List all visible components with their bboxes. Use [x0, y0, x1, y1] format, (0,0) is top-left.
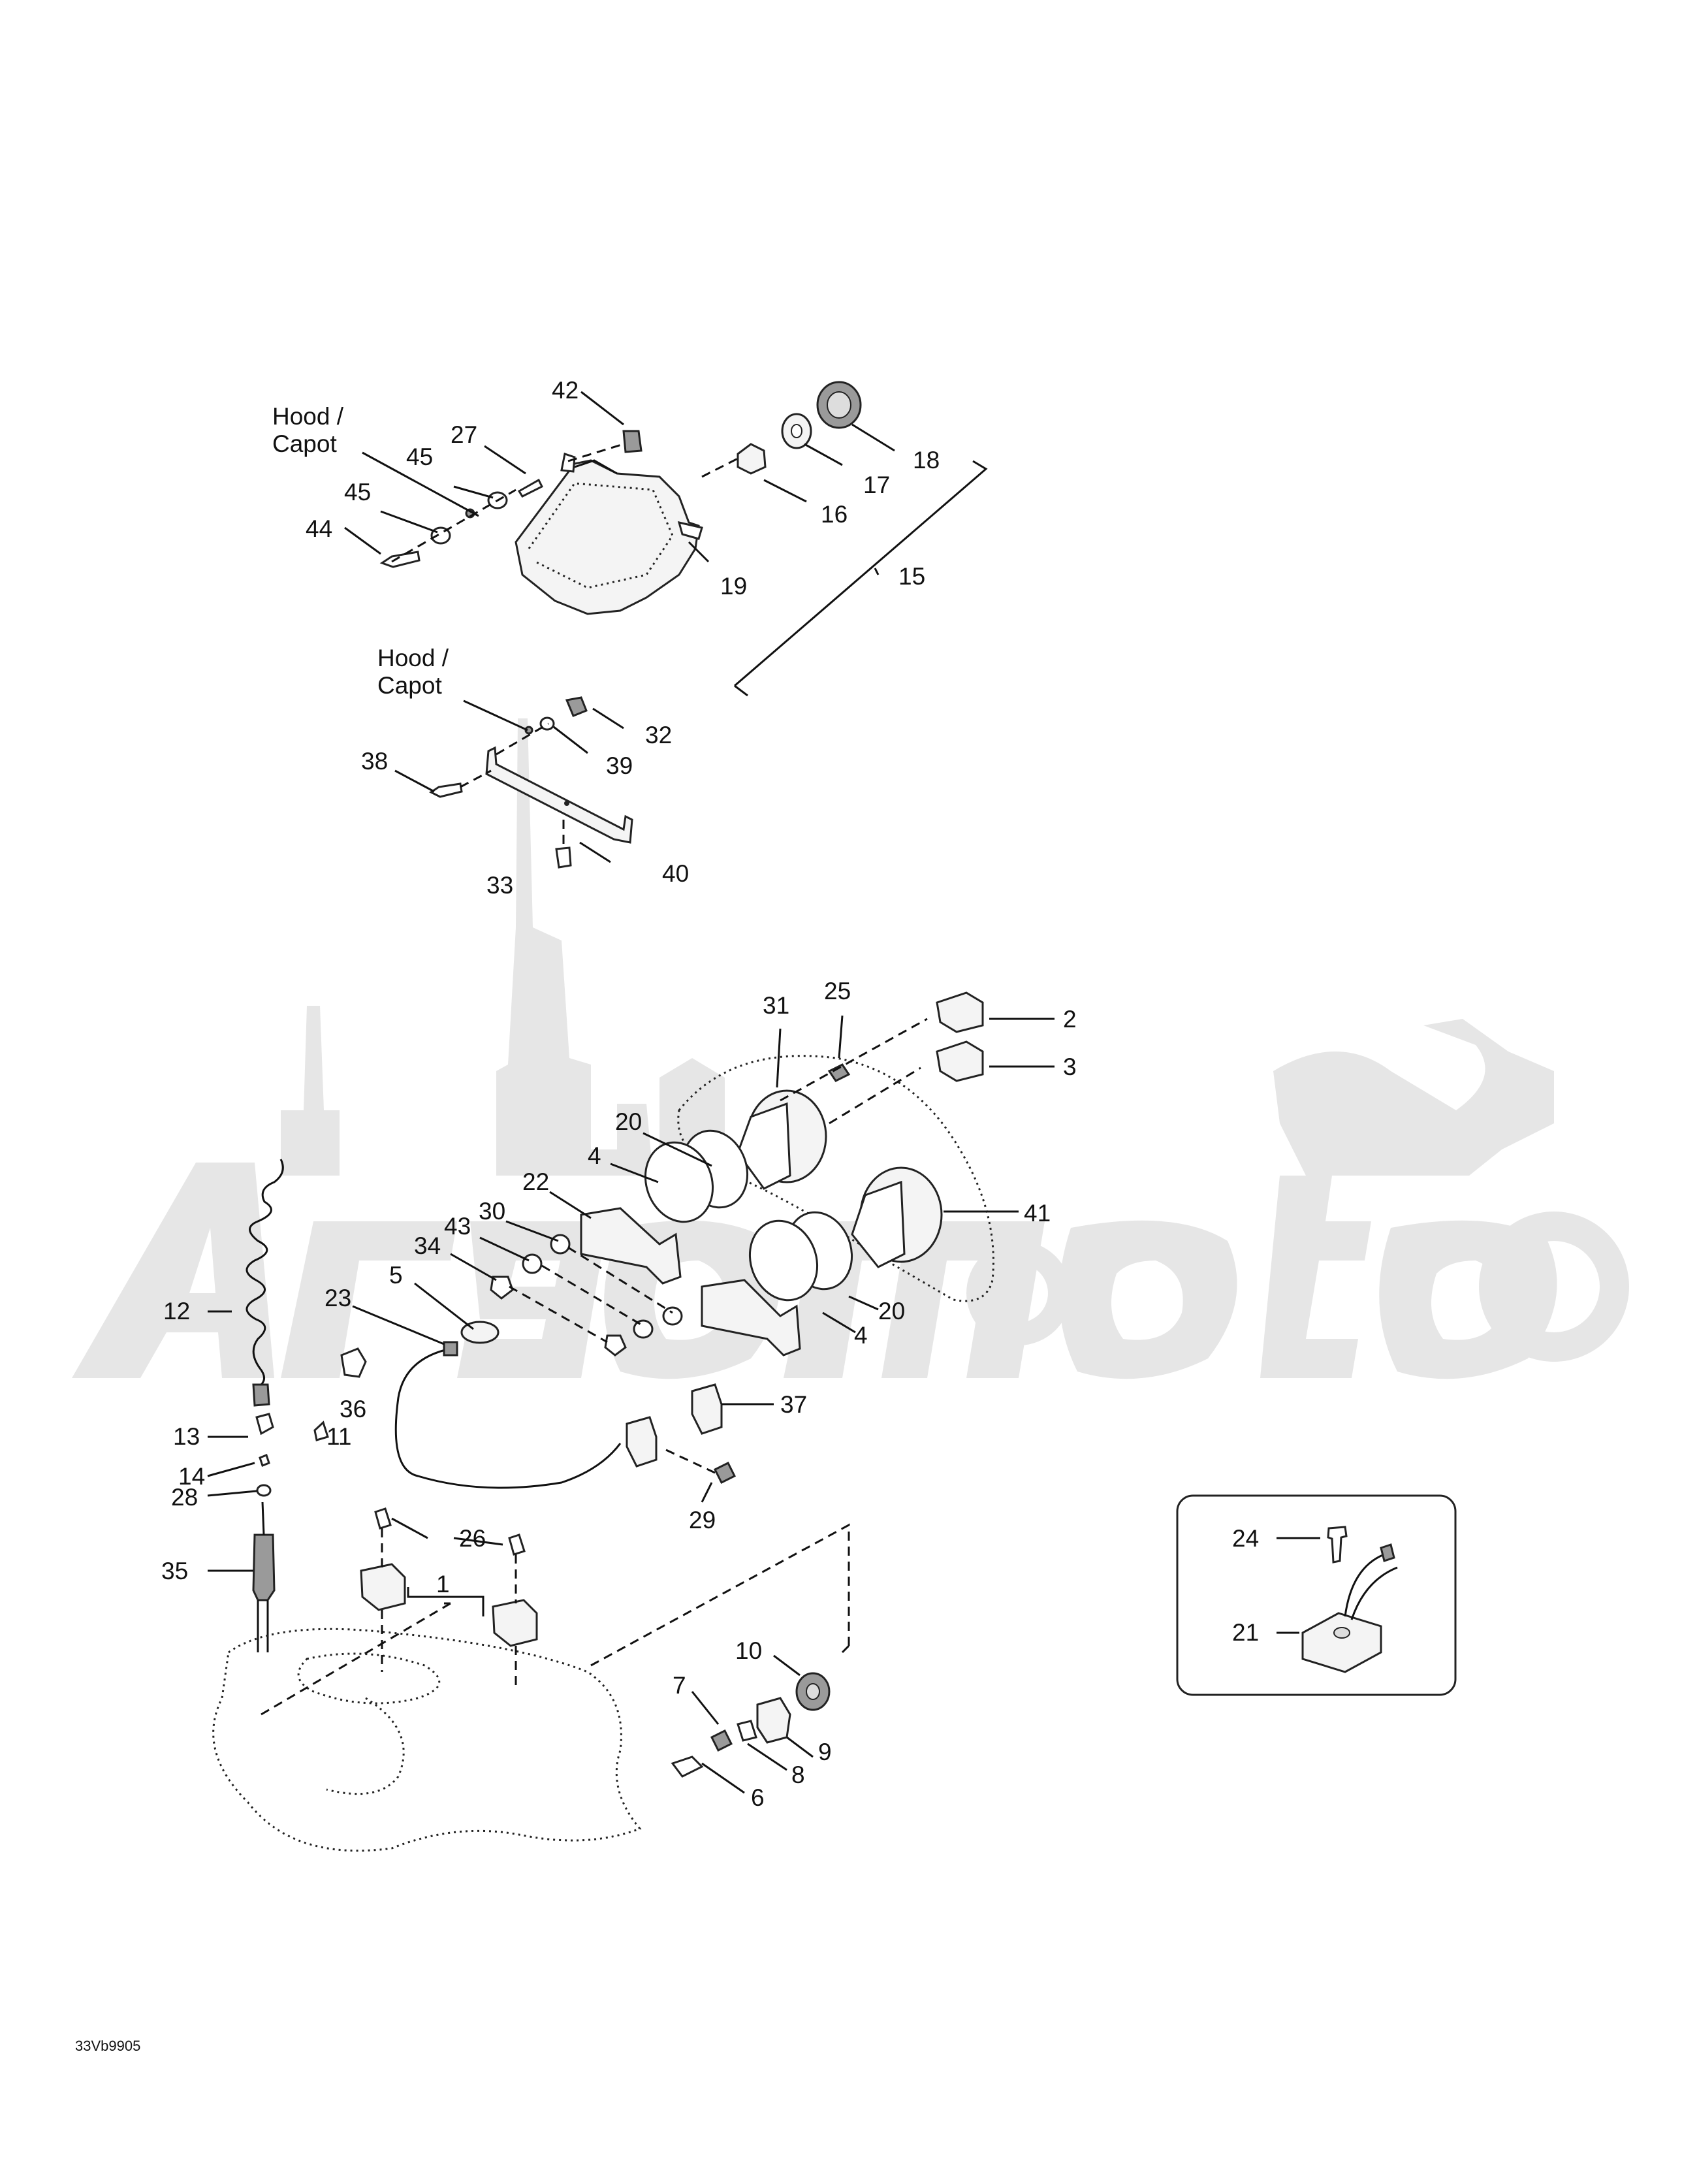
coil-cord-12-part — [246, 1159, 284, 1386]
diagram-code: 33Vb9905 — [75, 2038, 140, 2054]
callout-45-top: 45 — [406, 443, 433, 470]
callout-20-top: 20 — [615, 1108, 642, 1135]
bracket-assembly — [394, 696, 633, 869]
washer-43-part — [522, 1253, 543, 1274]
callout-32: 32 — [645, 722, 672, 748]
callout-27: 27 — [451, 421, 477, 448]
callout-25: 25 — [824, 978, 851, 1004]
callout-39: 39 — [606, 752, 633, 779]
callout-10: 10 — [735, 1637, 762, 1664]
callout-13: 13 — [173, 1423, 200, 1450]
bulb-16-part — [737, 443, 767, 475]
screw-44-part — [379, 551, 420, 568]
callout-26: 26 — [459, 1525, 486, 1552]
callout-11: 11 — [326, 1423, 351, 1450]
bracket-22-part — [580, 1207, 682, 1285]
callout-8: 8 — [791, 1761, 805, 1788]
watermark-graphic — [72, 718, 1629, 1379]
bracket-40-part — [485, 746, 633, 844]
nut-32-part — [565, 696, 588, 717]
callout-16: 16 — [821, 501, 848, 528]
connector-37-part — [691, 1383, 723, 1435]
switch-3-part — [936, 1040, 984, 1082]
headlamp-assembly — [379, 381, 862, 615]
callout-4-bottom: 4 — [854, 1322, 868, 1349]
callout-29: 29 — [689, 1507, 716, 1534]
headlamp-leaders — [344, 391, 988, 697]
nut-34-part — [490, 1276, 514, 1300]
part-11 — [313, 1421, 329, 1441]
hood-label-2-line2: Capot — [377, 672, 442, 699]
nut-13-part — [255, 1413, 274, 1436]
tether-35-part — [252, 1534, 276, 1601]
callout-35: 35 — [161, 1558, 188, 1584]
callout-33: 33 — [486, 872, 513, 899]
callout-15: 15 — [898, 563, 925, 590]
nut-33-part — [555, 846, 572, 869]
callout-4-top: 4 — [588, 1142, 601, 1169]
callout-21: 21 — [1232, 1619, 1259, 1646]
headlamp-housing — [515, 459, 700, 615]
switch-2-part — [936, 991, 984, 1033]
callout-24: 24 — [1232, 1525, 1259, 1552]
clip-42-part — [622, 430, 643, 453]
hood-label-2-line1: Hood / — [377, 645, 449, 671]
callout-44: 44 — [306, 515, 332, 542]
screw-24-part — [1327, 1526, 1348, 1564]
callout-36: 36 — [340, 1396, 366, 1422]
ignition-key-6 — [671, 1756, 704, 1778]
lower-leaders — [207, 1015, 1055, 1794]
callout-28: 28 — [171, 1484, 198, 1511]
callout-23: 23 — [325, 1285, 351, 1311]
hood-label-1-line1: Hood / — [272, 403, 344, 430]
callout-43: 43 — [444, 1213, 471, 1240]
part-36 — [340, 1347, 367, 1378]
switch-1-a — [360, 1563, 406, 1611]
inset-box — [1176, 1494, 1457, 1696]
callout-18: 18 — [913, 447, 940, 474]
callout-45-bottom: 45 — [344, 479, 371, 506]
callout-42: 42 — [552, 377, 579, 404]
callout-31: 31 — [763, 992, 789, 1019]
inset-frame — [1176, 1494, 1457, 1696]
harness-assembly — [246, 1159, 737, 1652]
callout-1: 1 — [436, 1571, 450, 1598]
callout-6: 6 — [751, 1784, 765, 1811]
regulator-21-part — [1301, 1612, 1382, 1673]
callout-38: 38 — [361, 748, 388, 775]
screw-38-part — [429, 782, 463, 798]
callout-41: 41 — [1024, 1200, 1051, 1227]
switch-1-b — [492, 1599, 538, 1647]
callout-40: 40 — [662, 860, 689, 887]
callout-12: 12 — [163, 1298, 190, 1325]
hood-label-1-line2: Capot — [272, 430, 337, 457]
callout-19: 19 — [720, 573, 747, 600]
ring-4-b — [748, 1219, 819, 1302]
callout-30: 30 — [479, 1198, 505, 1225]
callout-5: 5 — [389, 1262, 403, 1289]
switch-assembly — [212, 1507, 850, 1852]
callout-20-bottom: 20 — [878, 1298, 905, 1325]
callout-2: 2 — [1063, 1006, 1077, 1033]
callout-9: 9 — [818, 1739, 832, 1765]
cable-23-part — [394, 1347, 622, 1489]
washer-30-part — [550, 1234, 571, 1255]
callout-22: 22 — [522, 1168, 549, 1195]
callout-3: 3 — [1063, 1053, 1077, 1080]
callout-37: 37 — [780, 1391, 807, 1418]
callout-34: 34 — [414, 1232, 441, 1259]
callout-7: 7 — [673, 1672, 686, 1699]
washer-39-part — [539, 716, 555, 731]
switch-9-part — [756, 1697, 791, 1744]
callout-14: 14 — [178, 1463, 205, 1490]
callout-17: 17 — [863, 472, 890, 498]
gauge-assembly — [490, 991, 994, 1357]
